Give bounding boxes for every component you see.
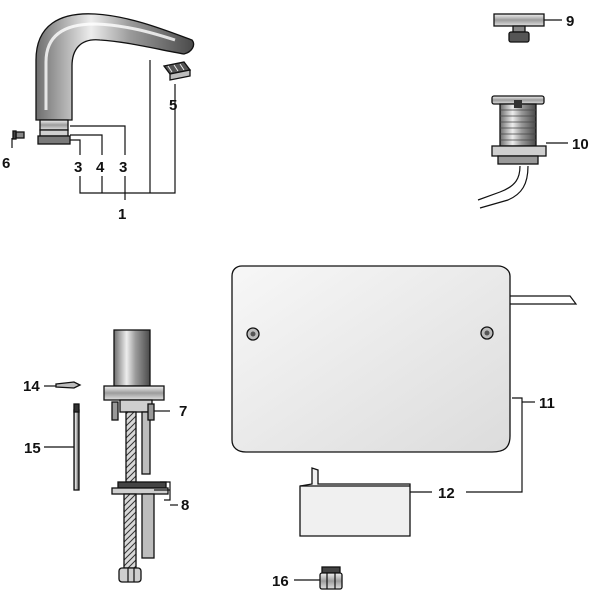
part-9-knob — [493, 13, 562, 43]
label-14: 14 — [23, 378, 40, 395]
part-11-control-box — [231, 265, 578, 493]
label-15: 15 — [24, 440, 41, 457]
label-8: 8 — [181, 497, 189, 514]
label-9: 9 — [566, 13, 574, 30]
part-5-aerator — [162, 61, 192, 81]
label-1: 1 — [118, 206, 126, 223]
label-3-right: 3 — [119, 159, 127, 176]
label-11: 11 — [539, 395, 555, 412]
part-16-nut — [294, 566, 343, 590]
part-12-battery-box — [299, 467, 432, 537]
label-10: 10 — [572, 136, 589, 153]
label-6: 6 — [2, 155, 10, 172]
label-12: 12 — [438, 485, 455, 502]
mounting-body-assembly — [103, 329, 178, 583]
label-4: 4 — [96, 159, 105, 176]
part-10-waste — [477, 95, 568, 209]
part-6-set-screw — [12, 130, 25, 140]
label-7: 7 — [179, 403, 187, 420]
leader-lines-spout — [11, 60, 176, 200]
part-14-pin — [44, 381, 82, 389]
part-15-rod — [44, 403, 80, 491]
spout-part — [35, 13, 195, 145]
label-5: 5 — [169, 97, 177, 114]
label-16: 16 — [272, 573, 289, 590]
label-3-left: 3 — [74, 159, 82, 176]
